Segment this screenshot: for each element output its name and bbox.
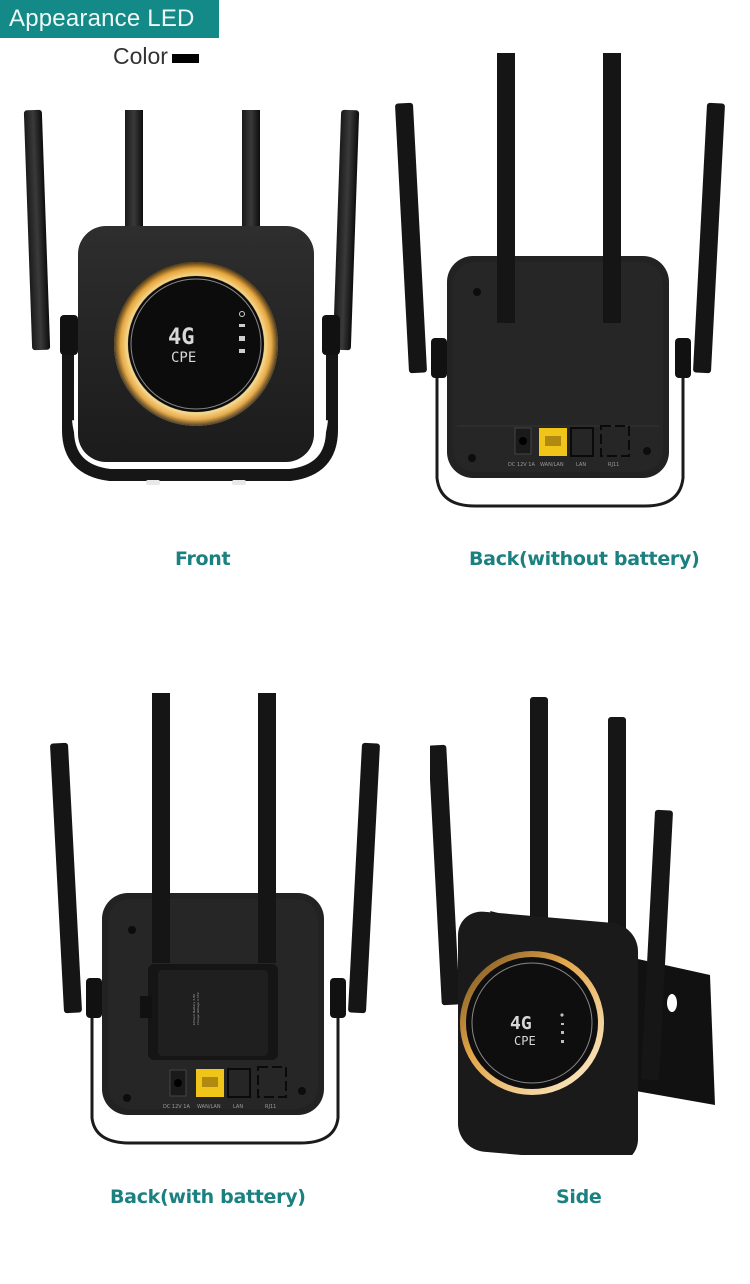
- router-side-image: 4G CPE: [430, 685, 730, 1155]
- router-back-without-battery-image: DC 12V 1A WAN/LAN LAN RJ11: [395, 48, 725, 518]
- section-title: Appearance LED: [9, 5, 195, 32]
- antenna-icon: [23, 109, 360, 351]
- indicator-icons: [239, 311, 245, 353]
- caption-front: Front: [175, 548, 231, 570]
- router-back-with-battery-image: Lithium Battery 3.8V Charge Voltage 4.35…: [50, 688, 380, 1148]
- section-title-bar: Appearance LED: [0, 0, 219, 38]
- svg-text:Lithium Battery 3.8V: Lithium Battery 3.8V: [192, 993, 196, 1025]
- svg-text:4G: 4G: [510, 1013, 532, 1034]
- svg-text:DC 12V 1A: DC 12V 1A: [508, 462, 535, 468]
- color-swatch-black: [171, 53, 199, 63]
- caption-back-without-battery: Back(without battery): [469, 548, 700, 570]
- svg-text:CPE: CPE: [514, 1034, 536, 1048]
- svg-text:LAN: LAN: [576, 462, 586, 468]
- svg-text:WAN/LAN: WAN/LAN: [540, 462, 564, 468]
- color-label: Color: [113, 42, 168, 69]
- router-front-image: 4G CPE: [20, 100, 380, 500]
- svg-text:4G: 4G: [168, 325, 195, 350]
- svg-text:Charge Voltage 4.35V: Charge Voltage 4.35V: [196, 991, 200, 1025]
- svg-text:WAN/LAN: WAN/LAN: [197, 1104, 221, 1110]
- svg-text:LAN: LAN: [233, 1104, 243, 1110]
- svg-text:DC 12V 1A: DC 12V 1A: [163, 1104, 190, 1110]
- color-row: Color: [113, 42, 199, 70]
- caption-side: Side: [556, 1186, 602, 1208]
- svg-text:CPE: CPE: [171, 350, 196, 366]
- svg-text:RJ11: RJ11: [265, 1104, 276, 1110]
- caption-back-with-battery: Back(with battery): [110, 1186, 306, 1208]
- svg-text:RJ11: RJ11: [608, 462, 619, 468]
